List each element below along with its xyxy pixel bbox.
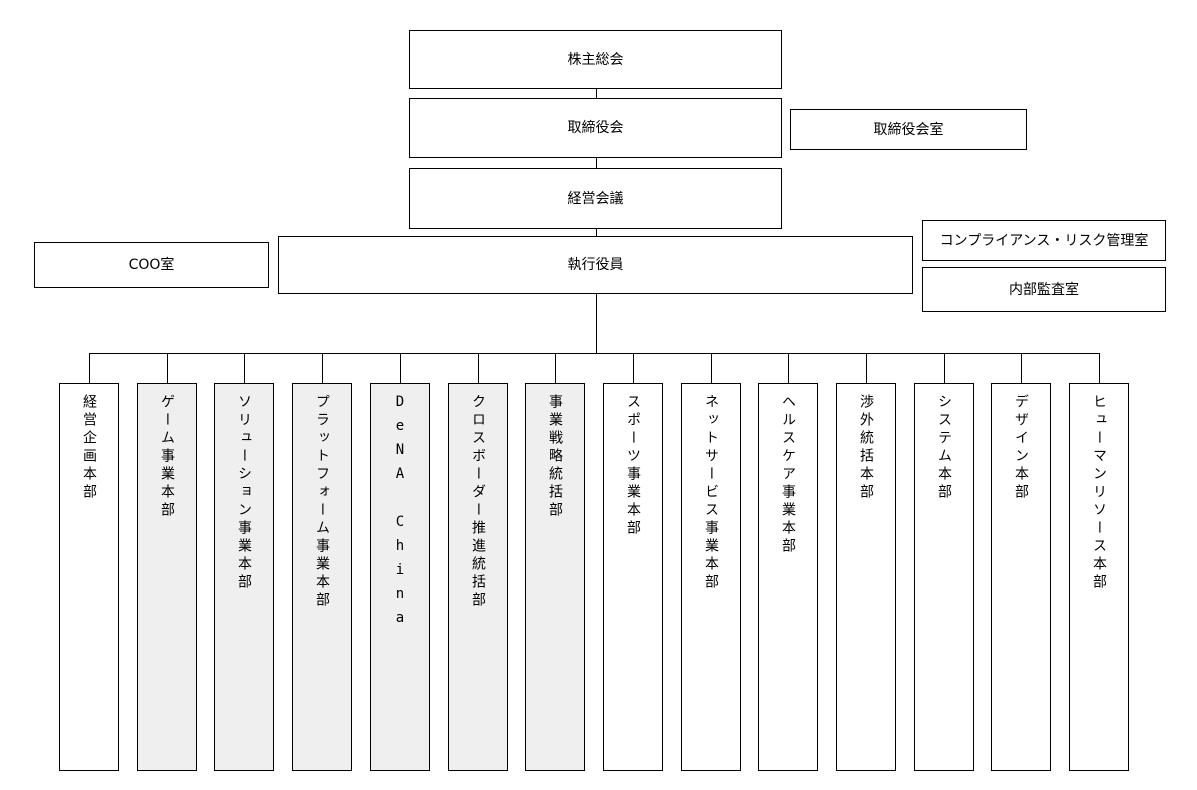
department-box: プラットフォーム事業本部 [292, 383, 352, 771]
department-box: 渉外統括本部 [836, 383, 896, 771]
department-label: ヒューマンリソース本部 [1091, 394, 1107, 592]
board-office-box: 取締役会室 [790, 109, 1027, 150]
department-label: クロスボーダー推進統括部 [470, 394, 486, 610]
department-label: ネットサービス事業本部 [703, 394, 719, 592]
department-drop-line [944, 353, 945, 383]
department-label: 事業戦略統括部 [547, 394, 563, 520]
shareholders-meeting-box: 株主総会 [409, 30, 782, 89]
connector-management-officers [596, 228, 597, 236]
department-box: システム本部 [914, 383, 974, 771]
management-meeting-box: 経営会議 [409, 168, 782, 229]
department-drop-line [89, 353, 90, 383]
department-drop-line [322, 353, 323, 383]
coo-office-box: COO室 [34, 242, 269, 288]
department-label: ヘルスケア事業本部 [780, 394, 796, 556]
department-box: デザイン本部 [991, 383, 1051, 771]
department-box: ヘルスケア事業本部 [758, 383, 818, 771]
department-drop-line [1099, 353, 1100, 383]
department-label: プラットフォーム事業本部 [314, 394, 330, 610]
department-box: ソリューション事業本部 [214, 383, 274, 771]
connector-shareholders-board [596, 88, 597, 98]
department-drop-line [788, 353, 789, 383]
department-box: クロスボーダー推進統括部 [448, 383, 508, 771]
department-drop-line [555, 353, 556, 383]
internal-audit-office-label: 内部監査室 [1009, 281, 1079, 298]
department-box: ネットサービス事業本部 [681, 383, 741, 771]
connector-board-management [596, 157, 597, 168]
board-of-directors-label: 取締役会 [567, 120, 624, 136]
department-label: デザイン本部 [1013, 394, 1029, 502]
department-label: DeNA China [392, 394, 408, 634]
department-label: 経営企画本部 [81, 394, 97, 502]
department-box: DeNA China [370, 383, 430, 771]
department-label: スポーツ事業本部 [625, 394, 641, 538]
department-box: ヒューマンリソース本部 [1069, 383, 1129, 771]
department-label: ゲーム事業本部 [159, 394, 175, 520]
department-drop-line [633, 353, 634, 383]
compliance-risk-office-box: コンプライアンス・リスク管理室 [922, 220, 1166, 261]
department-label: システム本部 [936, 394, 952, 502]
department-drop-line [167, 353, 168, 383]
department-box: ゲーム事業本部 [137, 383, 197, 771]
department-drop-line [711, 353, 712, 383]
internal-audit-office-box: 内部監査室 [922, 267, 1166, 312]
department-drop-line [478, 353, 479, 383]
department-label: 渉外統括本部 [858, 394, 874, 502]
department-branch-line [89, 353, 1100, 354]
department-label: ソリューション事業本部 [236, 394, 252, 592]
board-office-label: 取締役会室 [873, 121, 944, 138]
compliance-risk-office-label: コンプライアンス・リスク管理室 [939, 232, 1149, 249]
coo-office-label: COO室 [128, 257, 175, 273]
department-box: 経営企画本部 [59, 383, 119, 771]
department-drop-line [400, 353, 401, 383]
department-drop-line [1021, 353, 1022, 383]
management-meeting-label: 経営会議 [567, 190, 624, 207]
department-box: スポーツ事業本部 [603, 383, 663, 771]
executive-officers-label: 執行役員 [567, 257, 624, 273]
connector-officers-departments [596, 293, 597, 353]
executive-officers-box: 執行役員 [278, 236, 913, 294]
department-box: 事業戦略統括部 [525, 383, 585, 771]
shareholders-meeting-label: 株主総会 [567, 51, 624, 68]
board-of-directors-box: 取締役会 [409, 98, 782, 158]
department-drop-line [866, 353, 867, 383]
department-drop-line [244, 353, 245, 383]
